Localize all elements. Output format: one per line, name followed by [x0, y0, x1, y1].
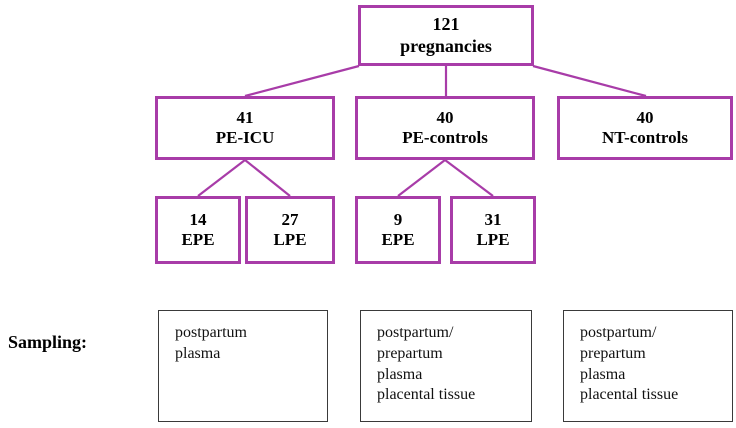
node-nt-controls: 40 NT-controls — [557, 96, 733, 160]
sampling-row-label: Sampling: — [8, 332, 88, 352]
node-nt-controls-label: NT-controls — [602, 128, 688, 147]
connector-root-to-pe-icu — [244, 64, 360, 98]
sampling-line: prepartum — [580, 344, 646, 362]
node-epe-controls: 9 EPE — [355, 196, 441, 264]
connector-pe-controls-to-epe — [397, 159, 446, 197]
node-nt-controls-count: 40 — [636, 107, 654, 127]
connector-pe-icu-to-epe — [197, 159, 246, 197]
node-lpe-icu: 27 LPE — [245, 196, 335, 264]
node-epe-controls-count: 9 — [393, 209, 403, 229]
node-pe-icu-label: PE-ICU — [215, 128, 275, 147]
sampling-line: plasma — [377, 365, 423, 383]
node-epe-controls-label: EPE — [381, 230, 415, 249]
sampling-line: placental tissue — [580, 386, 679, 404]
node-pe-icu-count: 41 — [236, 107, 254, 127]
connector-pe-controls-to-lpe — [444, 159, 494, 197]
sampling-line: placental tissue — [377, 386, 476, 404]
node-lpe-controls-label: LPE — [476, 230, 510, 249]
node-total-pregnancies-label: pregnancies — [400, 35, 492, 56]
node-lpe-icu-count: 27 — [281, 209, 299, 229]
node-total-pregnancies-count: 121 — [432, 14, 460, 35]
node-pe-controls-count: 40 — [436, 107, 454, 127]
sampling-line: postpartum/ — [377, 324, 454, 341]
sampling-line: plasma — [175, 344, 221, 362]
sampling-line: prepartum — [377, 344, 443, 362]
node-lpe-controls: 31 LPE — [450, 196, 536, 264]
node-lpe-icu-label: LPE — [273, 230, 307, 249]
sampling-box-pe-icu: postpartum plasma — [158, 310, 328, 422]
node-pe-icu: 41 PE-ICU — [155, 96, 335, 160]
node-epe-icu-label: EPE — [181, 230, 215, 249]
sampling-line: postpartum — [175, 324, 247, 341]
node-pe-controls: 40 PE-controls — [355, 96, 535, 160]
sampling-box-pe-controls: postpartum/ prepartum plasma placental t… — [360, 310, 532, 422]
sampling-box-nt-controls: postpartum/ prepartum plasma placental t… — [563, 310, 733, 422]
node-total-pregnancies: 121 pregnancies — [358, 5, 534, 66]
node-epe-icu: 14 EPE — [155, 196, 241, 264]
node-epe-icu-count: 14 — [189, 209, 207, 229]
connector-pe-icu-to-lpe — [244, 159, 291, 197]
sampling-line: postpartum/ — [580, 324, 657, 341]
node-lpe-controls-count: 31 — [484, 209, 502, 229]
sampling-line: plasma — [580, 365, 626, 383]
node-pe-controls-label: PE-controls — [402, 128, 488, 147]
connector-root-to-nt-controls — [532, 64, 647, 98]
